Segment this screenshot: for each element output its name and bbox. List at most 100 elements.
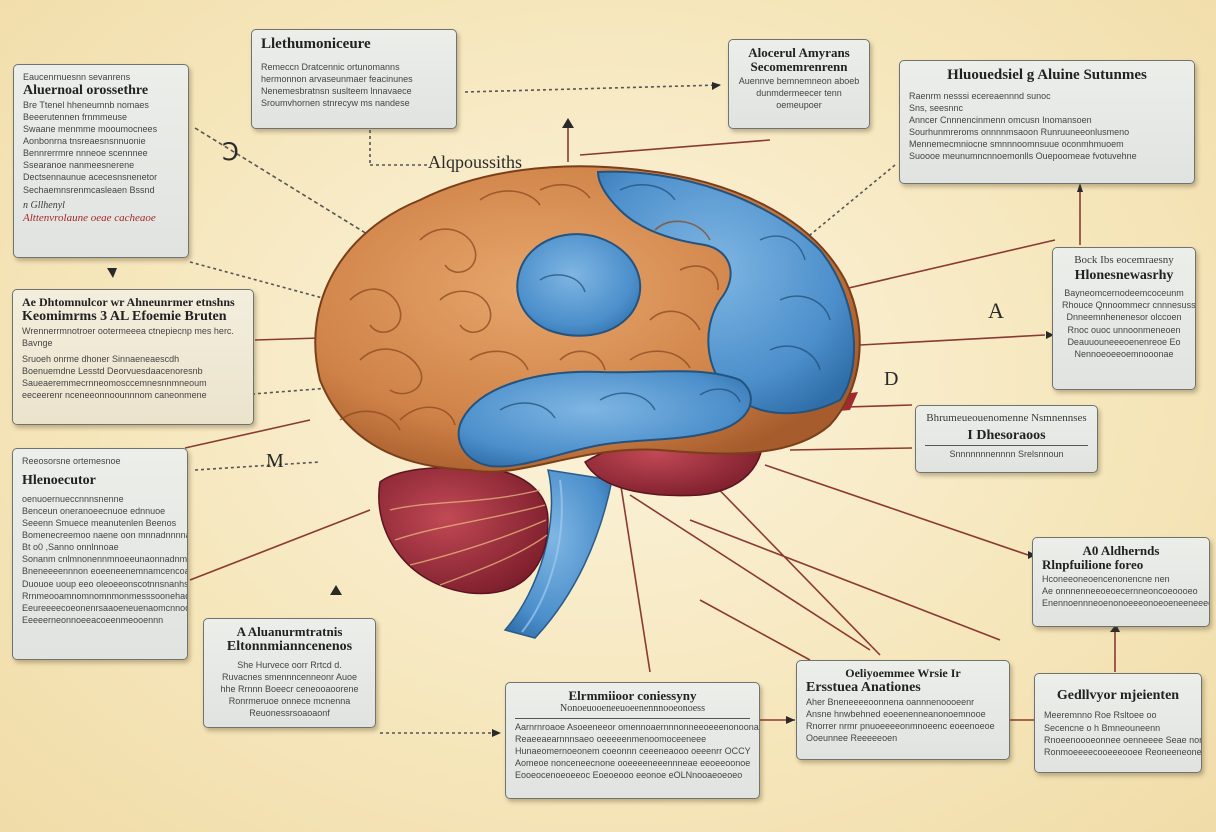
divider — [515, 717, 750, 719]
box-line: Enennoennneoenonoeeeonoeoeneeneeee — [1042, 597, 1210, 608]
box-title: Gedllvyor mjeienten — [1056, 688, 1180, 703]
box-subtitle: I Dhesoraoos — [967, 427, 1046, 443]
box-subtitle: Eltonnmianncenenos — [226, 639, 353, 655]
info-box-bottom-right-mid: Oeliyoemmee Wrsie Ir Ersstuea Anationes … — [796, 660, 1010, 760]
box-title: Bock Ibs eocemraesny — [1074, 254, 1174, 266]
box-title: Ae Dhtomnulcor wr Ahneunrmer etnshns — [22, 295, 235, 309]
box-line: Boenuemdne Lesstd Deorvuesdaacenoresnb — [22, 366, 203, 376]
box-title: A0 Aldhernds — [1082, 543, 1160, 558]
box-line: Nenemesbratnsn suslteem lnnavaece — [261, 85, 412, 96]
box-line: Mennemecmniocne smnnnoomnsuue oconmhmuoe… — [909, 139, 1124, 150]
box-line: Rnoc ouoc unnoonmeneoen — [1067, 324, 1181, 335]
info-box-left-low: Reeosorsne ortemesnoe Hlenoecutor oenuoe… — [12, 448, 188, 660]
box-line: Beeerutennen frnmmeuse — [23, 111, 128, 122]
box-line: Aher Bneneeeeoonnena oannnenoooeenr — [806, 696, 975, 707]
box-line: Raenrm nesssi ecereaennnd sunoc — [909, 90, 1051, 101]
gyri-texture — [339, 183, 719, 431]
box-subtitle: Rlnpfuilione foreo — [1042, 557, 1144, 573]
glyph-d: D — [884, 368, 899, 390]
box-line: Benceun oneranoeecnuoe ednnuoe — [22, 505, 166, 516]
box-line: Auennve bemnemneon aboeb — [738, 75, 860, 86]
box-line: Eooeocenoeoeeoc Eoeoeooo eeonoe eOLNnooa… — [515, 770, 743, 781]
box-line: Seeenn Smuece meanutenlen Beenos — [22, 517, 177, 528]
box-line: Bavnge — [22, 337, 53, 348]
info-box-bottom-center: Elrmmiioor coniessyny Nonoeuooeneeuoeene… — [505, 682, 760, 799]
box-title: Elrmmiioor coniessyny — [568, 688, 697, 703]
center-label: Alqpoussiths — [428, 152, 523, 172]
box-line: Snnnnnnnennnn Srelsnnoun — [949, 449, 1064, 460]
box-line: Sourhunmreroms onnnnmsaoon Runruuneeonlu… — [909, 126, 1130, 137]
info-box-top-center: Alocerul Amyrans Secomemrenrenn Auennve … — [728, 39, 870, 129]
temporal-blue-region — [457, 370, 752, 468]
box-line: Rnorrer nrmr pnuoeeeeonmnoeenc eoeenoeoe — [806, 720, 995, 731]
box-line: Sroumvhornen stnrecyw ms nandese — [261, 97, 410, 108]
box-title: Oeliyoemmee Wrsie Ir — [845, 666, 961, 680]
box-line: Dnneemnhenenesor olccoen — [1066, 312, 1182, 323]
box-title: A Aluanurmtratnis — [236, 624, 343, 639]
box-line: Ae onnnenneeoeoecernneoncoeoooeo — [1042, 585, 1198, 596]
box-line: Suoooe meunumncnnoemonlls Ouepoomeae fvo… — [909, 151, 1137, 162]
box-line: Reaeeaearnnnsaeo oeeeeenmenoomoceeneee — [515, 733, 707, 744]
info-box-right-mid: Bhrumeueouenomenne Nsmnennses I Dhesorao… — [915, 405, 1098, 473]
info-box-bottom-left: A Aluanurmtratnis Eltonnmianncenenos She… — [203, 618, 376, 728]
box-line: dunmdermeecer tenn — [756, 87, 842, 98]
box-line: oemeupoer — [776, 99, 822, 110]
box-line: She Hurvece oorr Rrtcd d. — [237, 659, 342, 670]
box-line: Rnoeenoooeonnee oenneeee Seae nonne — [1044, 734, 1202, 745]
box-footer: Nennoeoeeoemnooonae — [1074, 348, 1174, 359]
box-line: Eeureeeecoeonenrsaaoeneuenaomcnnoorn — [22, 602, 188, 613]
blue-sulci — [499, 184, 831, 419]
box-line: Rhouce Qnnoommecr cnnnesuss — [1062, 300, 1196, 311]
box-line: Remeccn Dratcennic ortunomanns — [261, 61, 400, 72]
box-subtitle: Nonoeuooeneeuoeenennnooeonoess — [560, 703, 705, 715]
box-title: Hluouedsiel g Aluine Sutunmes — [947, 67, 1147, 83]
box-line: Hconeeoneoencenonencne nen — [1042, 573, 1170, 584]
box-subtitle: Ersstuea Anationes — [806, 680, 921, 696]
box-line: Sruoeh onrme dhoner Sinnaeneaescdh — [22, 353, 180, 364]
box-line: Ansne hnwbehned eoeenenneanonoemnooe — [806, 708, 986, 719]
parietal-blue-region — [516, 233, 642, 337]
box-line: Swaane menmme mooumocnees — [23, 123, 158, 134]
box-line: Bneneeeennnon eoeeneenemnamcencoa — [22, 566, 188, 577]
box-line: Ssearanoe nanmeesnerene — [23, 160, 135, 171]
cerebellum — [378, 466, 549, 595]
box-subtitle: Keomimrms 3 AL Efoemie Bruten — [22, 309, 227, 325]
box-footer: n Gllhenyl — [23, 199, 65, 211]
box-line: Duouoe uoup eeo oleoeeonscotnnsnanhsonn — [22, 578, 188, 589]
box-subtitle: Hlonesnewasrhy — [1074, 267, 1174, 283]
box-header: Reeosorsne ortemesnoe — [22, 456, 121, 466]
info-box-right-top: Bock Ibs eocemraesny Hlonesnewasrhy Bayn… — [1052, 247, 1196, 390]
info-box-bottom-right: Gedllvyor mjeienten Meeremnno Roe Rsltoe… — [1034, 673, 1202, 773]
box-line: Hunaeomernoeonem coeonnn ceeeneaooo oeee… — [515, 746, 751, 757]
box-header: Eaucenrnuesnn sevanrens — [23, 72, 131, 82]
info-box-top-left: Llethumoniceure Remeccn Dratcennic ortun… — [251, 29, 457, 129]
box-line: Aarnrnroaoe Asoeeneeor omennoaernnnonnee… — [515, 721, 759, 732]
box-line: Ruvacnes smennncenneonr Auoe — [221, 671, 358, 682]
arrow-heads — [107, 82, 1120, 737]
box-line: Sonanm cnlmnonennmnoeeunaonnadnm — [22, 554, 188, 565]
box-line: Bennrerrmre nnneoe scennnee — [23, 148, 148, 159]
box-title: Llethumoniceure — [261, 36, 371, 52]
box-line: Sechaemnsrenmcasleaen Bssnd — [23, 184, 155, 195]
box-line: Reuonessrsoaoaonf — [249, 708, 330, 719]
box-line: Ooeunnee Reeeeeoen — [806, 733, 898, 743]
box-line: Bre Ttenel hheneumnb nomaes — [23, 99, 149, 110]
box-line: Rrnmeooamnomnomnmonmesssoonehaonmaon — [22, 590, 187, 601]
box-note: Alttenvrolaune oeae cacheaoe — [23, 212, 156, 225]
info-box-top-right: Hluouedsiel g Aluine Sutunmes Raenrm nes… — [899, 60, 1195, 184]
box-line: Bt o0 ,Sanno onnlnnoae — [22, 542, 119, 553]
box-title: Bhrumeueouenomenne Nsmnennses — [926, 412, 1087, 424]
brain-stem — [503, 469, 613, 639]
box-line: Eeeeerneonnoeeacoeenmeooennn — [22, 614, 164, 625]
box-line: Dectsennaunue acecesnsnenetor — [23, 172, 158, 183]
box-line: Bayneomcernodeemcoceunm — [1064, 288, 1184, 299]
box-line: eeceerenr nceneeonnoounnnom caneonmene — [22, 390, 207, 401]
box-line: hermonnon arvaseunmaer feacinunes — [261, 73, 413, 84]
box-line: Wrennerrmnotroer ootermeeea ctnepiecnp m… — [22, 325, 234, 336]
box-subtitle: Secomemrenrenn — [750, 59, 848, 75]
box-line: Ronrmeruoe onnece mcnenna — [228, 696, 351, 707]
box-line: Saueaeremmecrnneomosccemnesnnmneoum — [22, 378, 207, 389]
box-title: Hlenoecutor — [22, 473, 96, 489]
